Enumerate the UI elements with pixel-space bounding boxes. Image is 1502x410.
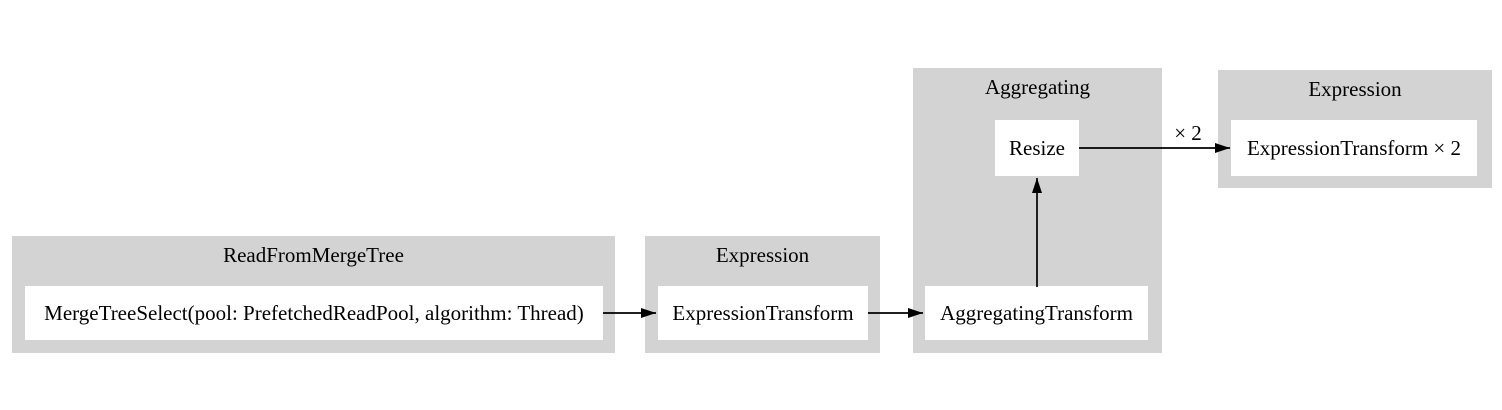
node-expressiontransform-x2: ExpressionTransform × 2	[1231, 120, 1477, 176]
node-aggregatingtransform: AggregatingTransform	[925, 286, 1148, 340]
cluster-label-expression-2: Expression	[1308, 77, 1402, 101]
edge-label-x2: × 2	[1174, 121, 1202, 145]
node-mergetreeselect: MergeTreeSelect(pool: PrefetchedReadPool…	[25, 286, 603, 340]
node-resize: Resize	[995, 120, 1079, 176]
cluster-label-expression-1: Expression	[715, 243, 810, 267]
node-expressiontransform: ExpressionTransform	[658, 286, 868, 340]
cluster-label-aggregating: Aggregating	[985, 75, 1090, 99]
cluster-label-readfrommergetree: ReadFromMergeTree	[223, 243, 404, 267]
